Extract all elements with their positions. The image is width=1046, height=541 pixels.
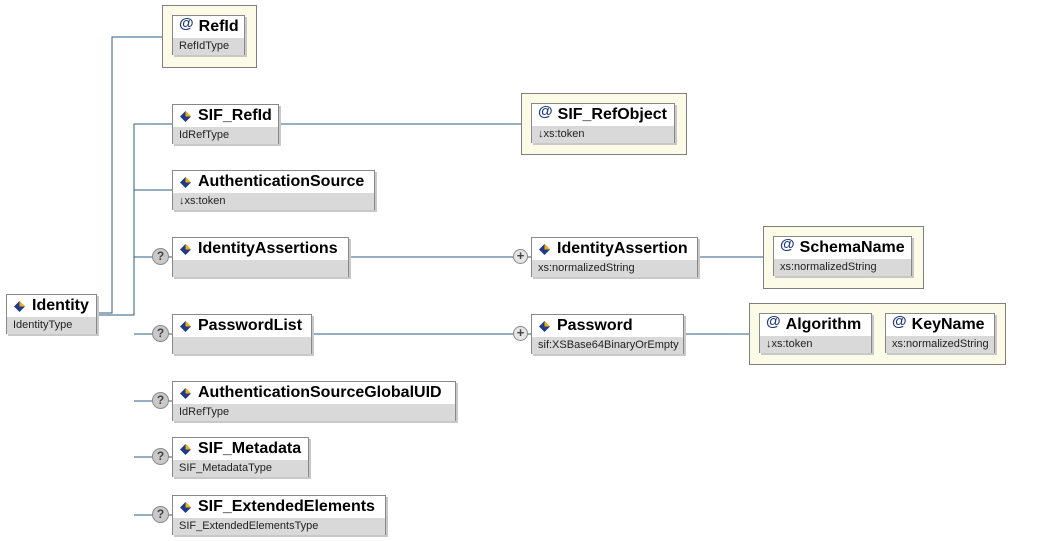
attribute-algorithm[interactable]: @Algorithm ↓xs:token [759, 313, 872, 353]
attribute-icon: @ [780, 236, 795, 253]
element-type: ↓xs:token [173, 193, 374, 210]
attribute-keyname[interactable]: @KeyName xs:normalizedString [885, 313, 995, 353]
attribute-type: RefIdType [173, 38, 244, 55]
element-type [173, 260, 348, 277]
attribute-name: Algorithm [785, 316, 862, 333]
element-sif-extendedelements[interactable]: SIF_ExtendedElements SIF_ExtendedElement… [172, 495, 386, 535]
attribute-name: SchemaName [799, 239, 905, 256]
attribute-schemaname[interactable]: @SchemaName xs:normalizedString [773, 236, 912, 276]
element-identityassertions[interactable]: IdentityAssertions [172, 237, 349, 277]
element-type: IdRefType [173, 404, 455, 421]
element-icon [180, 443, 191, 455]
element-icon [539, 243, 550, 255]
element-name: SIF_RefId [198, 107, 272, 124]
attribute-icon: @ [538, 103, 553, 120]
element-type: IdentityType [7, 317, 96, 334]
element-type: SIF_ExtendedElementsType [173, 518, 385, 535]
element-name: SIF_ExtendedElements [198, 498, 375, 515]
element-icon [180, 243, 191, 255]
optional-icon: ? [152, 392, 169, 409]
element-name: AuthenticationSource [198, 173, 365, 190]
element-type: xs:normalizedString [532, 260, 697, 277]
element-icon [180, 320, 191, 332]
element-icon [180, 501, 191, 513]
element-password[interactable]: Password sif:XSBase64BinaryOrEmpty [531, 314, 684, 354]
element-identityassertion[interactable]: IdentityAssertion xs:normalizedString [531, 237, 698, 277]
element-sif-refid[interactable]: SIF_RefId IdRefType [172, 104, 279, 144]
optional-icon: ? [152, 325, 169, 342]
element-authenticationsourceglobaluid[interactable]: AuthenticationSourceGlobalUID IdRefType [172, 381, 456, 421]
attribute-type: ↓xs:token [760, 336, 871, 353]
element-type [173, 337, 311, 354]
element-icon [539, 320, 550, 332]
element-name: IdentityAssertion [557, 240, 688, 257]
element-name: Password [557, 317, 633, 334]
element-identity[interactable]: Identity IdentityType [6, 294, 97, 334]
element-type: SIF_MetadataType [173, 460, 308, 477]
attribute-type: xs:normalizedString [886, 336, 994, 353]
element-name: IdentityAssertions [198, 240, 338, 257]
connector-root-refid [97, 36, 162, 314]
attribute-refid[interactable]: @RefId RefIdType [172, 15, 245, 55]
element-icon [180, 387, 191, 399]
element-sif-metadata[interactable]: SIF_Metadata SIF_MetadataType [172, 437, 309, 477]
element-icon [180, 176, 191, 188]
attribute-icon: @ [766, 313, 781, 330]
attribute-sif-refobject[interactable]: @SIF_RefObject ↓xs:token [531, 103, 675, 143]
repeating-icon: + [513, 249, 528, 264]
element-name: AuthenticationSourceGlobalUID [198, 384, 442, 401]
element-type: IdRefType [173, 127, 278, 144]
optional-icon: ? [152, 506, 169, 523]
attribute-name: RefId [198, 18, 239, 35]
element-icon [180, 110, 191, 122]
optional-icon: ? [152, 248, 169, 265]
element-authenticationsource[interactable]: AuthenticationSource ↓xs:token [172, 170, 375, 210]
attribute-icon: @ [892, 313, 907, 330]
element-name: SIF_Metadata [198, 440, 302, 457]
attribute-type: ↓xs:token [532, 126, 674, 143]
element-name: Identity [32, 297, 89, 314]
attribute-icon: @ [179, 15, 194, 32]
element-type: sif:XSBase64BinaryOrEmpty [532, 337, 683, 354]
attribute-name: SIF_RefObject [557, 106, 667, 123]
repeating-icon: + [513, 326, 528, 341]
optional-icon: ? [152, 448, 169, 465]
attribute-name: KeyName [911, 316, 985, 333]
element-name: PasswordList [198, 317, 303, 334]
attribute-type: xs:normalizedString [774, 259, 911, 276]
element-icon [14, 300, 25, 312]
element-passwordlist[interactable]: PasswordList [172, 314, 312, 354]
